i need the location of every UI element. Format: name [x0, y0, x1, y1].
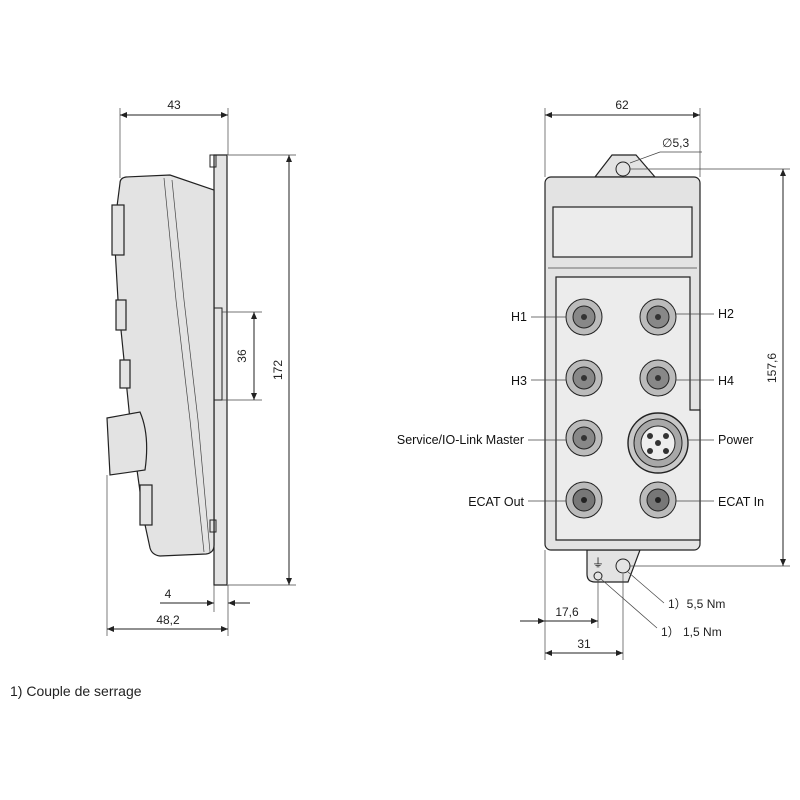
port-service	[565, 419, 603, 457]
port-ecat-in	[639, 481, 677, 519]
dim-slot-height: 36	[235, 349, 249, 363]
label-h4: H4	[718, 374, 734, 388]
port-h3	[565, 359, 603, 397]
label-ecat-out: ECAT Out	[468, 495, 524, 509]
dim-front-width: 62	[615, 98, 629, 112]
dim-flange-thickness: 4	[165, 587, 172, 601]
label-power: Power	[718, 433, 753, 447]
port-h1	[565, 298, 603, 336]
footnote: 1) Couple de serrage	[10, 683, 142, 699]
torque-mount-hole: 1）5,5 Nm	[668, 597, 725, 611]
ground-icon: ⏚	[592, 556, 604, 570]
dim-side-depth: 48,2	[156, 613, 180, 627]
side-connector-display	[111, 204, 125, 256]
label-h2: H2	[718, 307, 734, 321]
dim-side-height: 172	[271, 360, 285, 380]
label-ecat-in: ECAT In	[718, 495, 764, 509]
port-ecat-out	[565, 481, 603, 519]
side-connector-ecat	[139, 484, 153, 526]
dim-hole-diameter: ∅5,3	[662, 136, 689, 150]
side-slot	[214, 307, 223, 401]
connector-panel	[555, 276, 701, 541]
torque-ground-screw: 1） 1,5 Nm	[661, 625, 722, 639]
port-h2	[639, 298, 677, 336]
label-h1: H1	[511, 310, 527, 324]
dim-side-width: 43	[167, 98, 181, 112]
side-connector-h	[115, 299, 127, 331]
label-h3: H3	[511, 374, 527, 388]
port-power	[627, 412, 689, 474]
dim-hole-offset: 31	[577, 637, 591, 651]
front-view: ⏚	[397, 98, 790, 660]
dim-ground-offset: 17,6	[555, 605, 579, 619]
dim-front-height: 157,6	[765, 353, 779, 383]
side-view: 43 36 172 4 48,2	[106, 98, 296, 636]
front-top-tab	[593, 154, 657, 178]
side-connector-h2	[119, 359, 131, 389]
front-bottom-tab	[586, 549, 641, 583]
port-h4	[639, 359, 677, 397]
side-power-connector	[106, 411, 148, 476]
label-service: Service/IO-Link Master	[397, 433, 524, 447]
label-window	[552, 206, 693, 258]
side-housing-contour	[163, 177, 205, 553]
